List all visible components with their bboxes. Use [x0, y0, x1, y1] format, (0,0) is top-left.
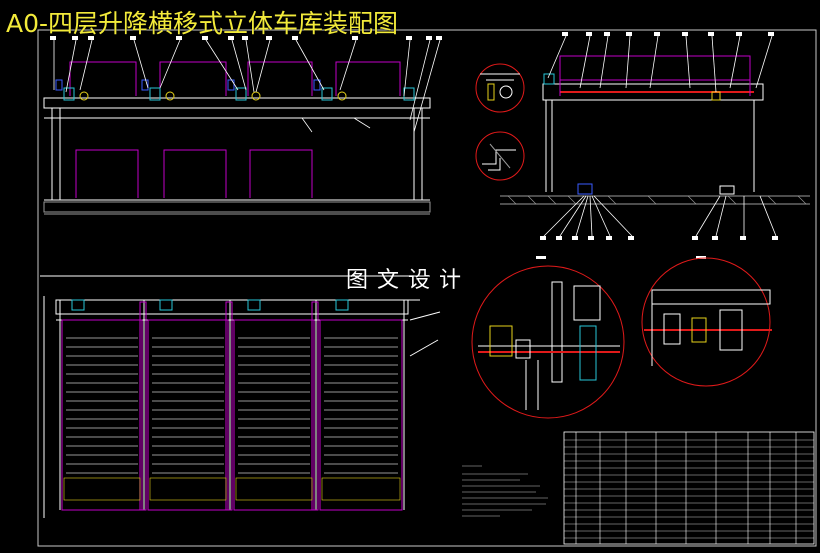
detail-circle-c — [471, 265, 625, 419]
detail-circle-a — [475, 63, 525, 113]
front-elevation-view — [43, 36, 442, 215]
detail-circle-b — [475, 131, 525, 181]
technical-notes-block — [462, 465, 548, 517]
detail-circle-d — [641, 257, 772, 387]
sheet-border — [37, 29, 817, 547]
parts-list-table — [563, 431, 815, 545]
drawing-title: A0-四层升降横移式立体车库装配图 — [6, 9, 399, 38]
side-elevation-view — [500, 32, 810, 259]
pallet-slats — [66, 337, 398, 474]
watermark-text: 图文设计 — [346, 268, 471, 293]
plan-view — [40, 275, 441, 518]
